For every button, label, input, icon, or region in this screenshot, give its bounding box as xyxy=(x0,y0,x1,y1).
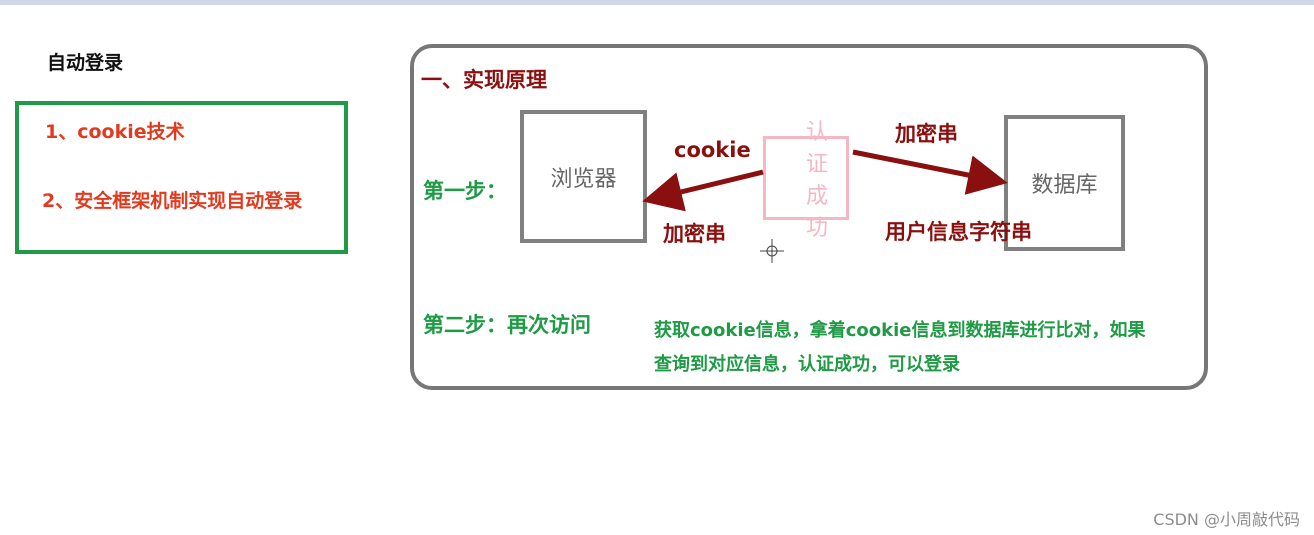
method-item-cookie: 1、cookie技术 xyxy=(45,121,185,143)
user-info-string-label: 用户信息字符串 xyxy=(885,220,1032,244)
cookie-label: cookie xyxy=(674,138,751,162)
step1-label: 第一步： xyxy=(423,179,507,203)
encrypted-string-label-db: 加密串 xyxy=(895,122,958,146)
database-label: 数据库 xyxy=(1031,173,1098,198)
step2-label: 第二步：再次访问 xyxy=(423,313,591,337)
method-item-framework: 2、安全框架机制实现自动登录 xyxy=(42,190,303,212)
top-border xyxy=(0,0,1314,5)
watermark: CSDN @小周敲代码 xyxy=(1153,510,1300,529)
principle-panel xyxy=(410,44,1208,390)
auth-success-node: 认证成功 xyxy=(763,120,849,241)
crosshair-icon xyxy=(760,239,784,263)
principle-heading: 一、实现原理 xyxy=(421,68,547,92)
step2-desc-line1: 获取cookie信息，拿着cookie信息到数据库进行比对，如果 xyxy=(654,320,1146,341)
encrypted-string-label-browser: 加密串 xyxy=(663,222,726,246)
page-title: 自动登录 xyxy=(47,52,124,74)
arrow-auth-to-browser xyxy=(642,169,764,212)
arrow-auth-to-database xyxy=(852,149,1008,195)
browser-label: 浏览器 xyxy=(550,166,617,192)
step2-desc-line2: 查询到对应信息，认证成功，可以登录 xyxy=(654,354,960,375)
methods-box xyxy=(15,101,348,254)
auth-success-label: 认证成功 xyxy=(806,120,829,241)
